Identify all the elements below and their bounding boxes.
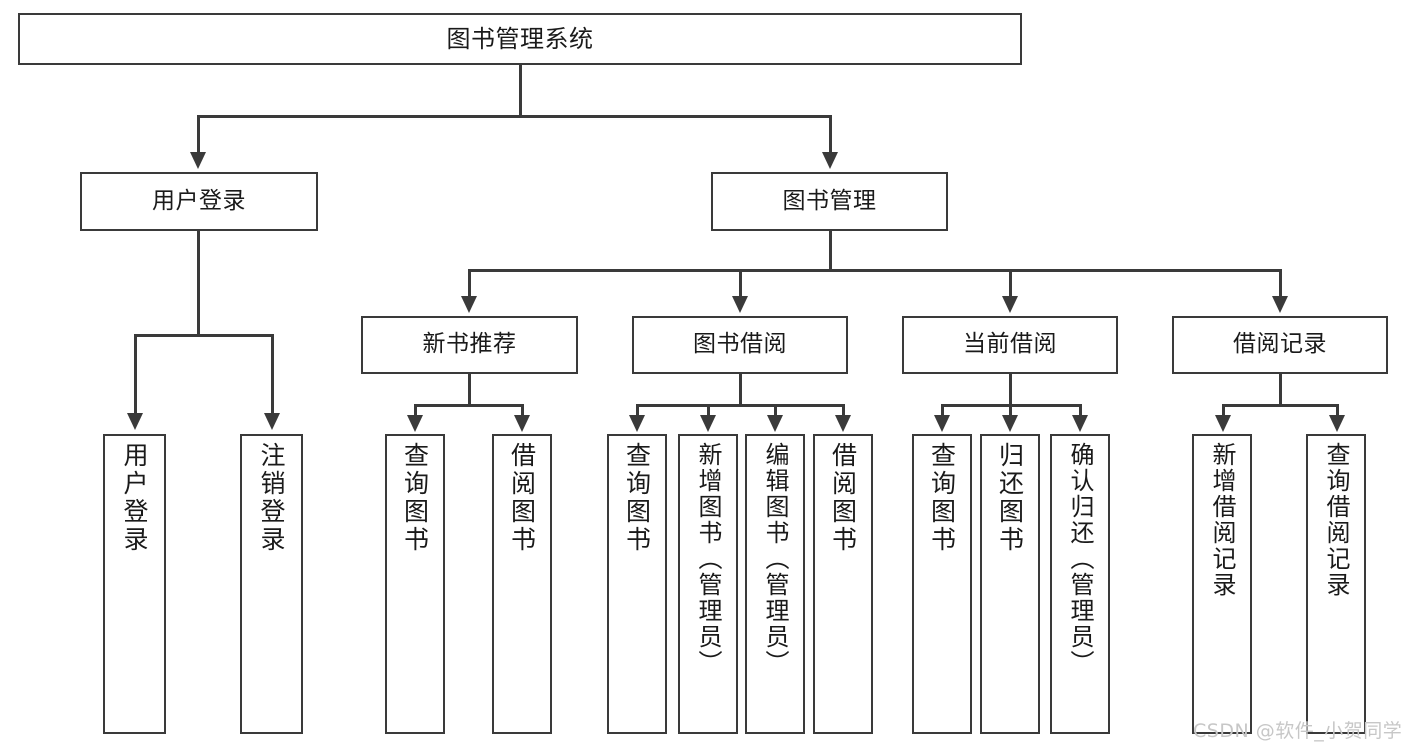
- connector-user-login-stem: [197, 231, 200, 336]
- connector-book-mgmt-stem: [829, 231, 832, 271]
- arrowhead-leaf-user-login: [127, 413, 143, 430]
- arrowhead-borrow-records: [1272, 296, 1288, 313]
- node-book-borrow[interactable]: 图书借阅: [632, 316, 848, 374]
- node-label: 确认归还（管理员）: [1066, 442, 1094, 676]
- connector-drop-br-add: [1222, 404, 1225, 416]
- leaf-br-query-record[interactable]: 查询借阅记录: [1306, 434, 1366, 734]
- connector-drop-nb-borrow: [521, 404, 524, 416]
- arrowhead-current-borrow: [1002, 296, 1018, 313]
- node-book-management[interactable]: 图书管理: [711, 172, 948, 231]
- node-label: 用户登录: [152, 187, 246, 214]
- connector-book-borrow-bus: [636, 404, 844, 407]
- node-label: 借阅记录: [1233, 331, 1327, 358]
- arrowhead-cb-query: [934, 415, 950, 432]
- leaf-nb-query-book[interactable]: 查询图书: [385, 434, 445, 734]
- leaf-br-add-record[interactable]: 新增借阅记录: [1192, 434, 1252, 734]
- connector-drop-cb-return: [1009, 404, 1012, 416]
- arrowhead-bb-query: [629, 415, 645, 432]
- connector-drop-br-query: [1336, 404, 1339, 416]
- node-label: 查询借阅记录: [1322, 442, 1350, 598]
- leaf-bb-borrow-book[interactable]: 借阅图书: [813, 434, 873, 734]
- connector-drop-cb-query: [941, 404, 944, 416]
- leaf-bb-add-book[interactable]: 新增图书（管理员）: [678, 434, 738, 734]
- leaf-user-login[interactable]: 用户登录: [103, 434, 166, 734]
- connector-drop-leaf-user-login: [134, 334, 137, 414]
- node-label: 编辑图书（管理员）: [761, 442, 789, 676]
- connector-user-login-bus: [134, 334, 273, 337]
- leaf-cb-query-book[interactable]: 查询图书: [912, 434, 972, 734]
- node-borrow-records[interactable]: 借阅记录: [1172, 316, 1388, 374]
- node-label: 借阅图书: [507, 442, 537, 554]
- connector-drop-bb-borrow: [842, 404, 845, 416]
- leaf-bb-edit-book[interactable]: 编辑图书（管理员）: [745, 434, 805, 734]
- connector-drop-bb-query: [636, 404, 639, 416]
- node-label: 图书管理: [782, 187, 877, 214]
- arrowhead-bb-borrow: [835, 415, 851, 432]
- arrowhead-bb-edit: [767, 415, 783, 432]
- connector-drop-user-login: [197, 115, 200, 153]
- connector-borrow-records-bus: [1222, 404, 1338, 407]
- arrowhead-new-book: [461, 296, 477, 313]
- connector-level3-bus: [468, 269, 1280, 272]
- node-label: 图书借阅: [693, 331, 787, 358]
- node-label: 新增借阅记录: [1208, 442, 1236, 598]
- connector-level2-bus: [197, 115, 831, 118]
- connector-drop-book-borrow: [739, 269, 742, 297]
- arrowhead-nb-borrow: [514, 415, 530, 432]
- connector-new-book-stem: [468, 374, 471, 406]
- node-root-system[interactable]: 图书管理系统: [18, 13, 1022, 65]
- connector-borrow-records-stem: [1279, 374, 1282, 406]
- connector-drop-cb-confirm: [1079, 404, 1082, 416]
- arrowhead-bb-add: [700, 415, 716, 432]
- node-label: 用户登录: [120, 442, 149, 554]
- node-label: 归还图书: [995, 442, 1025, 554]
- node-label: 当前借阅: [963, 331, 1057, 358]
- connector-drop-current-borrow: [1009, 269, 1012, 297]
- connector-drop-leaf-logout: [271, 334, 274, 414]
- connector-drop-bb-add: [707, 404, 710, 416]
- node-label: 图书管理系统: [446, 24, 594, 53]
- connector-drop-book-mgmt: [829, 115, 832, 153]
- node-label: 查询图书: [400, 442, 430, 554]
- node-label: 查询图书: [927, 442, 957, 554]
- node-label: 新增图书（管理员）: [694, 442, 722, 676]
- connector-drop-borrow-records: [1279, 269, 1282, 297]
- leaf-cb-confirm-return[interactable]: 确认归还（管理员）: [1050, 434, 1110, 734]
- node-label: 查询图书: [622, 442, 652, 554]
- node-user-login[interactable]: 用户登录: [80, 172, 318, 231]
- node-label: 注销登录: [257, 442, 286, 554]
- node-label: 新书推荐: [422, 331, 517, 358]
- arrowhead-br-add: [1215, 415, 1231, 432]
- connector-drop-bb-edit: [774, 404, 777, 416]
- csdn-watermark: CSDN @软件_小贺同学: [1193, 720, 1403, 742]
- connector-book-borrow-stem: [739, 374, 742, 406]
- connector-new-book-bus: [414, 404, 523, 407]
- arrowhead-nb-query: [407, 415, 423, 432]
- node-label: 借阅图书: [828, 442, 858, 554]
- connector-drop-new-book: [468, 269, 471, 297]
- connector-current-borrow-stem: [1009, 374, 1012, 406]
- node-new-book-recommend[interactable]: 新书推荐: [361, 316, 578, 374]
- arrowhead-book-mgmt: [822, 152, 838, 169]
- leaf-nb-borrow-book[interactable]: 借阅图书: [492, 434, 552, 734]
- arrowhead-cb-return: [1002, 415, 1018, 432]
- leaf-cb-return-book[interactable]: 归还图书: [980, 434, 1040, 734]
- arrowhead-book-borrow: [732, 296, 748, 313]
- leaf-bb-query-book[interactable]: 查询图书: [607, 434, 667, 734]
- connector-root-stem: [519, 65, 522, 116]
- arrowhead-leaf-logout: [264, 413, 280, 430]
- arrowhead-user-login: [190, 152, 206, 169]
- node-current-borrow[interactable]: 当前借阅: [902, 316, 1118, 374]
- arrowhead-cb-confirm: [1072, 415, 1088, 432]
- arrowhead-br-query: [1329, 415, 1345, 432]
- leaf-logout[interactable]: 注销登录: [240, 434, 303, 734]
- connector-drop-nb-query: [414, 404, 417, 416]
